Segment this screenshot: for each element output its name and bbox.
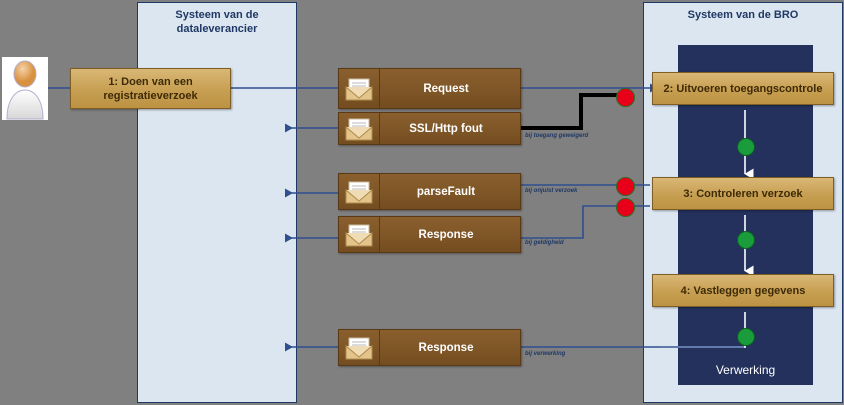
- message-parsefault[interactable]: parseFault: [338, 173, 521, 210]
- lane-bro-title: Systeem van de BRO: [643, 8, 843, 22]
- envelope-icon: [339, 330, 380, 365]
- activity-2-uitvoeren-toegangscontrole[interactable]: 2: Uitvoeren toegangscontrole: [652, 72, 834, 105]
- process-column-label: Verwerking: [715, 363, 776, 377]
- activity-1-label-line2: registratieverzoek: [103, 89, 198, 102]
- message-parsefault-label: parseFault: [416, 185, 476, 198]
- activity-1-label-line1: 1: Doen van een: [108, 75, 193, 88]
- message-request[interactable]: Request: [338, 68, 521, 109]
- ok-endpoint-na-toegangscontrole[interactable]: [737, 138, 755, 156]
- lane-dataleverancier-title-line1: Systeem van de: [175, 9, 259, 21]
- message-request-label: Request: [423, 82, 469, 95]
- message-ssl-http-fout[interactable]: SSL/Http fout: [338, 112, 521, 145]
- activity-4-label: 4: Vastleggen gegevens: [680, 284, 806, 297]
- annotation-toegang-geweigerd: bij toegang geweigerd: [525, 133, 589, 139]
- lane-dataleverancier-title: Systeem van de dataleverancier: [137, 8, 297, 36]
- annotation-verwerking: bij verwerking: [525, 351, 566, 357]
- message-response-bottom-label: Response: [418, 341, 474, 354]
- error-endpoint-geldigheid[interactable]: [616, 198, 635, 217]
- message-response-mid-label: Response: [418, 228, 474, 241]
- activity-3-label: 3: Controleren verzoek: [683, 187, 803, 200]
- error-endpoint-toegang-geweigerd[interactable]: [616, 88, 635, 107]
- lane-dataleverancier-title-line2: dataleverancier: [176, 23, 258, 35]
- actor-icon: [6, 60, 44, 120]
- activity-3-controleren-verzoek[interactable]: 3: Controleren verzoek: [652, 177, 834, 210]
- message-response-bottom[interactable]: Response: [338, 329, 521, 366]
- ok-endpoint-na-controleren[interactable]: [737, 231, 755, 249]
- annotation-geldigheid: bij geldigheid: [525, 240, 564, 246]
- activity-4-vastleggen-gegevens[interactable]: 4: Vastleggen gegevens: [652, 274, 834, 307]
- ok-endpoint-na-vastleggen[interactable]: [737, 328, 755, 346]
- annotation-onjuist-verzoek: bij onjuist verzoek: [525, 188, 578, 194]
- message-ssl-http-fout-label: SSL/Http fout: [409, 122, 483, 135]
- lane-dataleverancier: [137, 2, 297, 403]
- activity-2-label: 2: Uitvoeren toegangscontrole: [663, 82, 823, 95]
- lane-bro-title-line1: Systeem van de BRO: [687, 9, 799, 21]
- actor-dataleverancier: [2, 57, 48, 120]
- message-response-mid[interactable]: Response: [338, 216, 521, 253]
- envelope-icon: [339, 217, 380, 252]
- error-endpoint-onjuist-verzoek[interactable]: [616, 177, 635, 196]
- activity-1-doen-registratieverzoek[interactable]: 1: Doen van een registratieverzoek: [70, 68, 231, 109]
- envelope-icon: [339, 69, 380, 108]
- envelope-icon: [339, 174, 380, 209]
- envelope-icon: [339, 113, 380, 144]
